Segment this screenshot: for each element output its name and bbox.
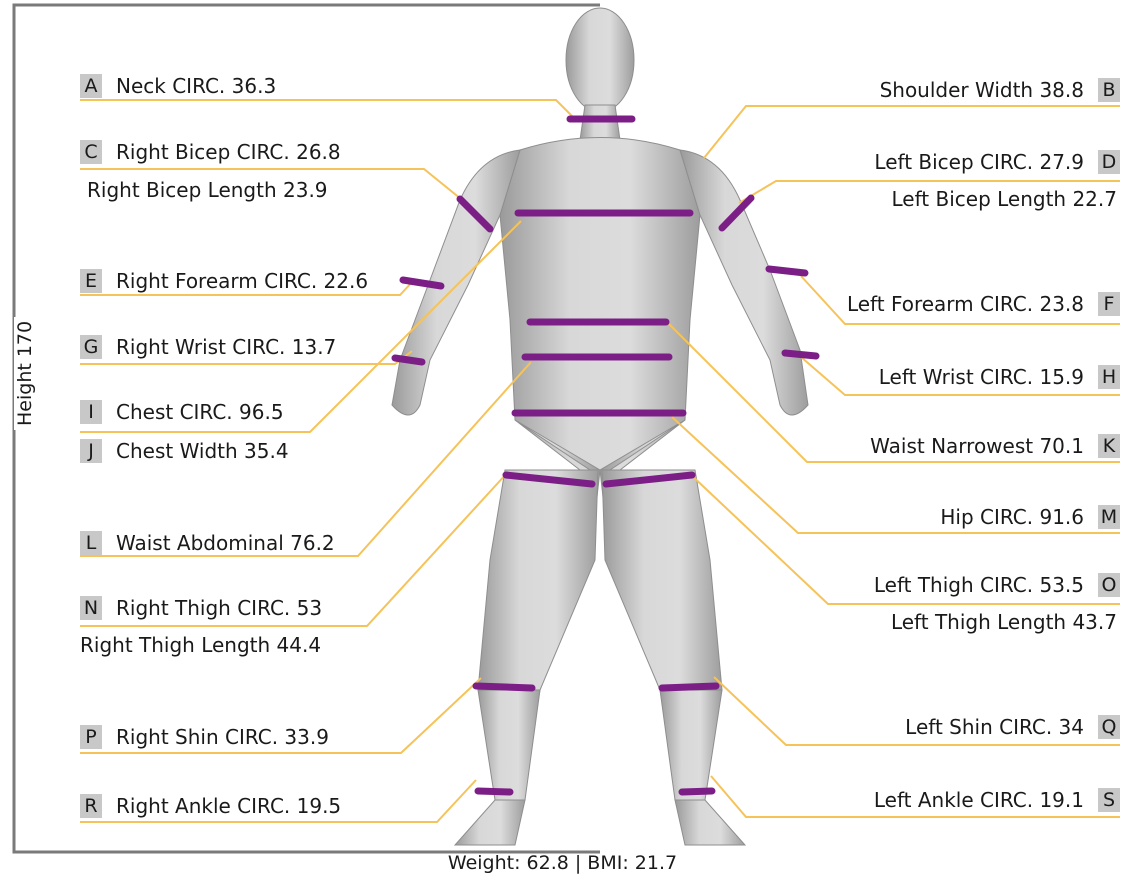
label-left-thigh-length: Left Thigh Length 43.7 [891,610,1117,634]
label-text-A: Neck CIRC. 36.3 [116,74,276,98]
label-text-L: Waist Abdominal 76.2 [116,531,335,555]
label-neck-circ: A Neck CIRC. 36.3 [80,74,276,98]
label-letter-M: M [1098,505,1120,529]
label-right-shin-circ: P Right Shin CIRC. 33.9 [80,725,329,749]
label-letter-L: L [80,531,102,555]
label-text-H: Left Wrist CIRC. 15.9 [879,365,1084,389]
leader-A [80,100,574,118]
label-left-bicep-length: Left Bicep Length 22.7 [892,187,1118,211]
label-text-C: Right Bicep CIRC. 26.8 [116,140,341,164]
label-left-forearm-circ: Left Forearm CIRC. 23.8 F [847,292,1120,316]
label-text-F: Left Forearm CIRC. 23.8 [847,292,1084,316]
label-text-R: Right Ankle CIRC. 19.5 [116,794,341,818]
ring-left-shin [662,686,716,688]
label-letter-J: J [80,439,102,463]
label-letter-G: G [80,335,102,359]
height-label: Height 170 [14,317,36,430]
label-left-bicep-circ: Left Bicep CIRC. 27.9 D [874,150,1120,174]
label-text-N: Right Thigh CIRC. 53 [116,596,322,620]
label-text-B: Shoulder Width 38.8 [880,78,1084,102]
label-letter-N: N [80,596,102,620]
label-waist-narrowest: Waist Narrowest 70.1 K [870,434,1120,458]
label-letter-D: D [1098,150,1120,174]
label-text-J: Chest Width 35.4 [116,439,289,463]
label-right-bicep-length: Right Bicep Length 23.9 [87,178,328,202]
label-text-O: Left Thigh CIRC. 53.5 [874,573,1084,597]
label-shoulder-width: Shoulder Width 38.8 B [880,78,1120,102]
label-right-ankle-circ: R Right Ankle CIRC. 19.5 [80,794,341,818]
label-letter-P: P [80,725,102,749]
label-right-forearm-circ: E Right Forearm CIRC. 22.6 [80,269,368,293]
label-letter-R: R [80,794,102,818]
label-left-ankle-circ: Left Ankle CIRC. 19.1 S [874,788,1120,812]
label-letter-E: E [80,269,102,293]
label-right-wrist-circ: G Right Wrist CIRC. 13.7 [80,335,336,359]
ring-left-forearm [769,269,805,273]
ring-left-ankle [682,791,712,792]
label-letter-B: B [1098,78,1120,102]
label-text-K: Waist Narrowest 70.1 [870,434,1084,458]
label-text-D: Left Bicep CIRC. 27.9 [874,150,1084,174]
label-letter-I: I [80,400,102,424]
label-left-shin-circ: Left Shin CIRC. 34 Q [905,715,1120,739]
label-right-thigh-circ: N Right Thigh CIRC. 53 [80,596,322,620]
label-letter-H: H [1098,365,1120,389]
label-text-M: Hip CIRC. 91.6 [940,505,1084,529]
label-chest-width: J Chest Width 35.4 [80,439,289,463]
label-text-I: Chest CIRC. 96.5 [116,400,284,424]
label-letter-C: C [80,140,102,164]
label-text-Q: Left Shin CIRC. 34 [905,715,1084,739]
label-letter-O: O [1098,573,1120,597]
weight-bmi-footer: Weight: 62.8 | BMI: 21.7 [0,852,1125,874]
body-silhouette [392,8,808,845]
ring-right-wrist [395,358,422,362]
label-waist-abdominal: L Waist Abdominal 76.2 [80,531,335,555]
label-text-E: Right Forearm CIRC. 22.6 [116,269,368,293]
label-text-G: Right Wrist CIRC. 13.7 [116,335,336,359]
label-left-thigh-circ: Left Thigh CIRC. 53.5 O [874,573,1120,597]
label-right-thigh-length: Right Thigh Length 44.4 [80,633,321,657]
label-left-wrist-circ: Left Wrist CIRC. 15.9 H [879,365,1120,389]
label-right-bicep-circ: C Right Bicep CIRC. 26.8 [80,140,341,164]
label-chest-circ: I Chest CIRC. 96.5 [80,400,284,424]
label-hip-circ: Hip CIRC. 91.6 M [940,505,1120,529]
label-letter-S: S [1098,788,1120,812]
label-letter-A: A [80,74,102,98]
label-letter-K: K [1098,434,1120,458]
label-text-S: Left Ankle CIRC. 19.1 [874,788,1084,812]
ring-right-ankle [478,791,510,792]
ring-right-shin [476,686,532,688]
ring-left-wrist [785,353,816,356]
label-letter-Q: Q [1098,715,1120,739]
label-letter-F: F [1098,292,1120,316]
label-text-P: Right Shin CIRC. 33.9 [116,725,329,749]
